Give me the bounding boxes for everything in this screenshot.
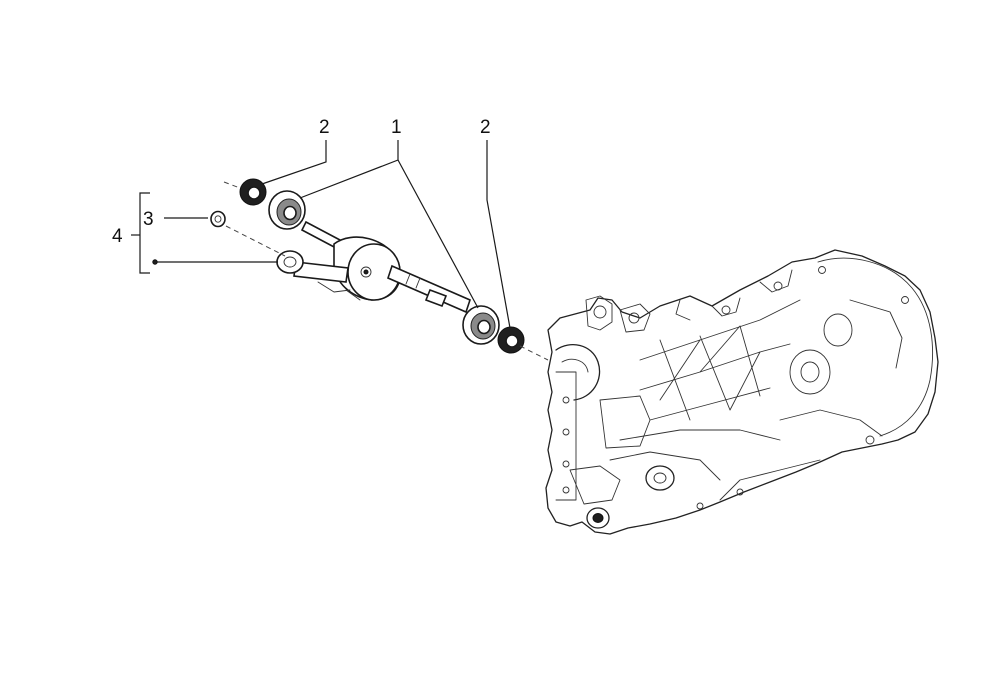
crankcase bbox=[545, 249, 939, 535]
crankshaft bbox=[276, 220, 471, 314]
callout-part-2-right: 2 bbox=[480, 117, 491, 138]
oil-seal-right bbox=[497, 326, 525, 354]
callout-part-1: 1 bbox=[391, 117, 402, 138]
callout-part-3: 3 bbox=[143, 209, 154, 230]
main-bearing-left bbox=[268, 190, 306, 230]
assembly-axis-line-3 bbox=[519, 345, 549, 361]
main-bearing-right bbox=[462, 305, 500, 345]
oil-seal-left bbox=[239, 178, 267, 206]
leader-lines bbox=[131, 140, 511, 329]
assembly-axis-line bbox=[223, 181, 241, 189]
callout-part-2-left: 2 bbox=[319, 117, 330, 138]
small-end-bushing bbox=[210, 210, 226, 228]
assembly-axis-line-2 bbox=[225, 225, 286, 257]
callout-part-4: 4 bbox=[112, 226, 123, 247]
